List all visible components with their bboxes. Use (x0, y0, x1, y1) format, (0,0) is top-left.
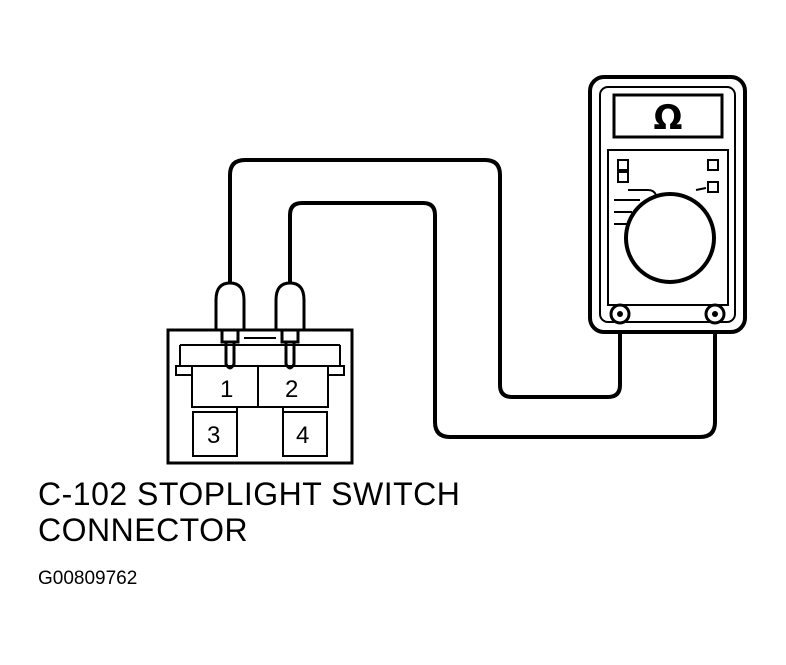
figure-id: G00809762 (38, 568, 138, 589)
multimeter-icon: Ω (588, 75, 747, 334)
pin-label-2: 2 (285, 376, 298, 403)
connector-caption: C-102 STOPLIGHT SWITCH CONNECTOR (38, 476, 460, 548)
terminal-4 (282, 411, 328, 457)
meter-display (612, 93, 724, 139)
test-lead-1 (228, 158, 622, 399)
connector-c102: 1 2 3 4 (166, 328, 354, 465)
selector-dial-icon (624, 192, 716, 284)
caption-line-1: C-102 STOPLIGHT SWITCH (38, 476, 461, 512)
ohm-symbol-icon: Ω (654, 98, 683, 138)
pin-label-3: 3 (207, 422, 220, 449)
test-lead-2 (288, 201, 717, 439)
caption-line-2: CONNECTOR (38, 512, 249, 548)
probe-2-icon (274, 281, 306, 370)
probe-1-icon (214, 281, 246, 370)
pin-label-1: 1 (220, 376, 233, 403)
pin-label-4: 4 (296, 422, 309, 449)
